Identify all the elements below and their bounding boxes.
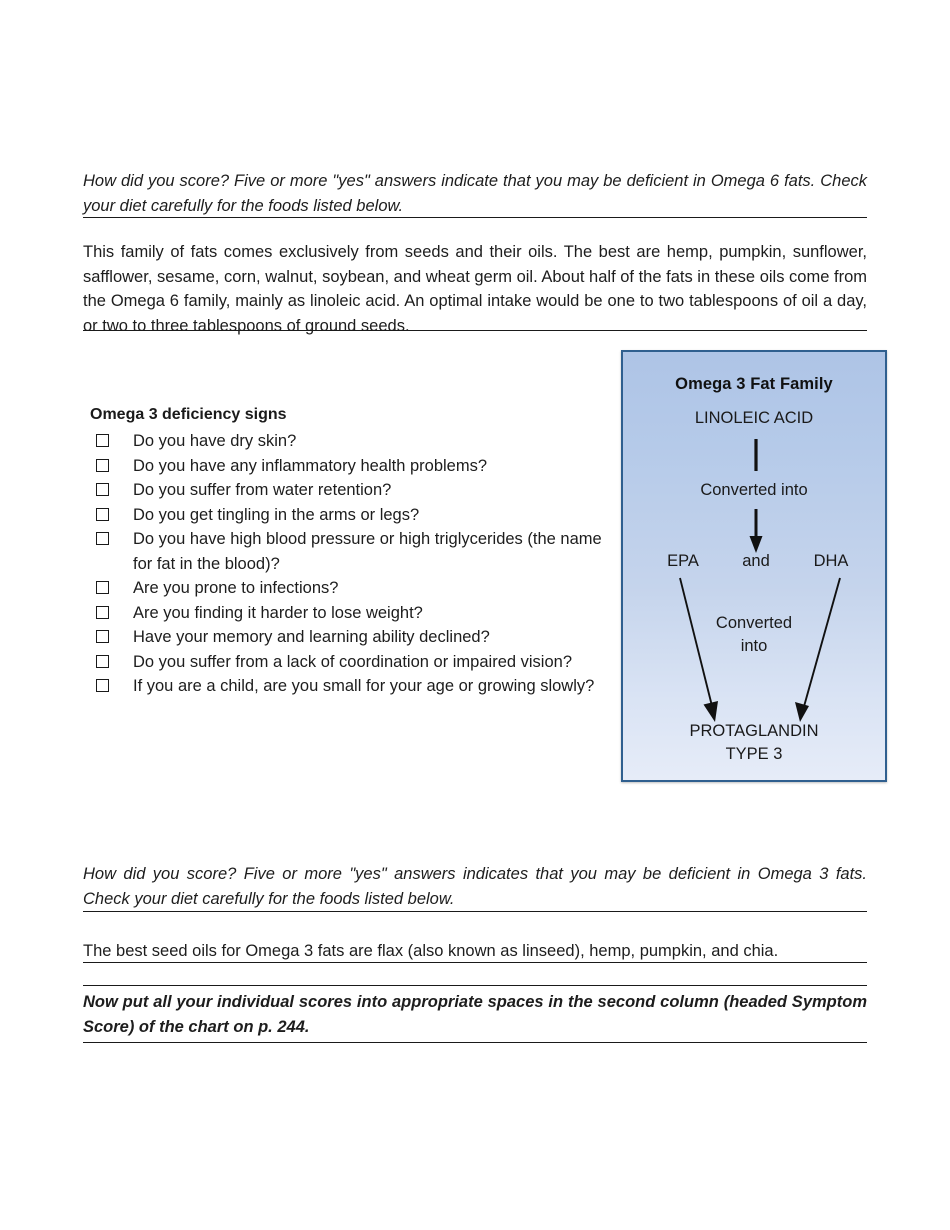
divider-rule-6 xyxy=(83,1042,867,1043)
omega3-food-info: The best seed oils for Omega 3 fats are … xyxy=(83,942,779,960)
list-item[interactable]: Do you have any inflammatory health prob… xyxy=(90,454,620,479)
omega6-score-note: How did you score? Five or more "yes" an… xyxy=(83,172,867,215)
divider-rule-2 xyxy=(83,330,867,331)
list-item-label: Are you prone to infections? xyxy=(133,579,339,597)
list-item-label: Have your memory and learning ability de… xyxy=(133,628,490,646)
omega6-food-info: This family of fats comes exclusively fr… xyxy=(83,243,867,335)
diagram-node-and: and xyxy=(742,552,770,570)
list-item[interactable]: Have your memory and learning ability de… xyxy=(90,625,620,650)
final-instruction: Now put all your individual scores into … xyxy=(83,993,867,1036)
diagram-step1-label: Converted into xyxy=(700,481,808,499)
diagram-arrows xyxy=(679,439,841,722)
checkbox-icon[interactable] xyxy=(96,434,109,447)
diagram-result-line1: PROTAGLANDIN xyxy=(689,722,819,740)
list-item-label: Do you have any inflammatory health prob… xyxy=(133,456,488,475)
diagram-step2-label-line1: Converted xyxy=(715,614,793,632)
list-item[interactable]: Do you suffer from a lack of coordinatio… xyxy=(90,650,733,675)
left-diagonal-arrow-head xyxy=(703,701,718,722)
checkbox-icon[interactable] xyxy=(96,458,109,472)
omega3-score-note: How did you score? Five or more "yes" an… xyxy=(83,865,867,908)
list-item-label: Do you get tingling in the arms or legs? xyxy=(133,505,420,524)
list-item[interactable]: Do you suffer from water retention? xyxy=(90,478,620,503)
list-item-label: Do you suffer from a lack of coordinatio… xyxy=(133,652,572,671)
list-item[interactable]: Are you prone to infections? xyxy=(90,576,620,601)
list-item[interactable]: Do you get tingling in the arms or legs? xyxy=(90,503,620,528)
divider-rule-3 xyxy=(83,911,867,912)
down-arrow-head xyxy=(749,536,763,553)
list-item[interactable]: Are you finding it harder to lose weight… xyxy=(90,601,620,626)
list-item[interactable]: If you are a child, are you small for yo… xyxy=(90,674,733,699)
checkbox-icon[interactable] xyxy=(96,630,109,643)
checkbox-icon[interactable] xyxy=(96,654,109,668)
omega3-fat-family-diagram: Omega 3 Fat Family LINOLEIC ACID Convert… xyxy=(621,350,887,782)
diagram-node-epa: EPA xyxy=(667,552,699,570)
list-item-label: Do you suffer from water retention? xyxy=(133,481,392,499)
right-diagonal-arrow-shaft xyxy=(802,577,841,711)
checkbox-icon[interactable] xyxy=(96,581,109,594)
list-item-label: Do you have dry skin? xyxy=(133,432,297,450)
checkbox-icon[interactable] xyxy=(96,507,109,521)
left-diagonal-arrow-shaft xyxy=(679,577,714,711)
checklist-title: Omega 3 deficiency signs xyxy=(90,406,287,423)
right-diagonal-arrow-head xyxy=(795,702,809,722)
list-item-label: If you are a child, are you small for yo… xyxy=(133,677,595,695)
diagram-title: Omega 3 Fat Family xyxy=(675,375,833,393)
list-item[interactable]: Do you have dry skin? xyxy=(90,429,620,454)
checkbox-icon[interactable] xyxy=(96,532,109,545)
diagram-source-node: LINOLEIC ACID xyxy=(694,409,814,427)
checkbox-icon[interactable] xyxy=(96,605,109,619)
diagram-node-dha: DHA xyxy=(813,552,849,570)
divider-rule-5 xyxy=(83,985,867,986)
list-item[interactable]: Do you have high blood pressure or high … xyxy=(90,527,620,576)
divider-rule-1 xyxy=(83,217,867,218)
checkbox-icon[interactable] xyxy=(96,679,109,692)
diagram-result-line2: TYPE 3 xyxy=(725,745,783,763)
checkbox-icon[interactable] xyxy=(96,483,109,496)
diagram-step2-label-line2: into xyxy=(740,637,768,655)
divider-rule-4 xyxy=(83,962,867,963)
list-item-label: Do you have high blood pressure or high … xyxy=(133,530,602,573)
omega3-deficiency-checklist: Do you have dry skin? Do you have any in… xyxy=(90,429,620,699)
list-item-label: Are you finding it harder to lose weight… xyxy=(133,603,423,622)
